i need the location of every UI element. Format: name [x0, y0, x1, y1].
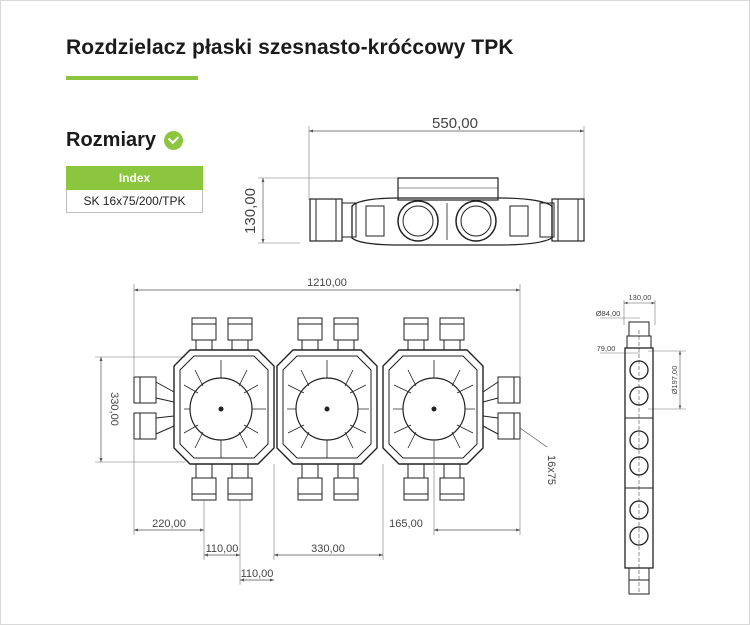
dim-plan-height: 330,00 [108, 392, 120, 426]
index-table-cell: SK 16x75/200/TPK [66, 189, 203, 213]
side-dim-79: 79,00 [597, 344, 616, 353]
side-dim-top: 130,00 [629, 293, 652, 302]
side-dim-diameter-84: Ø84,00 [596, 309, 621, 318]
pipe-size-label: 16x75 [545, 455, 557, 485]
dim-top-height: 130,00 [242, 188, 259, 234]
index-table-header: Index [66, 166, 203, 190]
title-underline [66, 76, 198, 80]
section-heading: Rozmiary [66, 129, 184, 152]
module-2 [276, 349, 378, 465]
dim-bottom-110-b: 110,00 [241, 568, 274, 580]
dim-bottom-165: 165,00 [389, 518, 423, 530]
top-view-drawing [258, 126, 585, 246]
side-view-drawing [600, 300, 686, 595]
top-spigots [191, 317, 465, 351]
section-label: Rozmiary [66, 129, 157, 151]
dim-bottom-330: 330,00 [311, 543, 345, 555]
side-spigots [133, 376, 521, 440]
module-3 [382, 349, 484, 465]
bottom-spigots [191, 463, 465, 501]
check-circle-icon[interactable] [164, 131, 184, 150]
dim-top-width: 550,00 [432, 115, 478, 132]
side-dim-diameter-197: Ø197,00 [670, 366, 679, 395]
dim-plan-width: 1210,00 [307, 277, 347, 289]
page-title: Rozdzielacz płaski szesnasto-króćcowy TP… [66, 36, 514, 59]
module-1 [173, 349, 275, 465]
dim-bottom-110-a: 110,00 [206, 543, 239, 555]
index-table: Index SK 16x75/200/TPK [66, 166, 203, 213]
plan-view-drawing [95, 284, 548, 585]
dim-bottom-220: 220,00 [152, 518, 186, 530]
